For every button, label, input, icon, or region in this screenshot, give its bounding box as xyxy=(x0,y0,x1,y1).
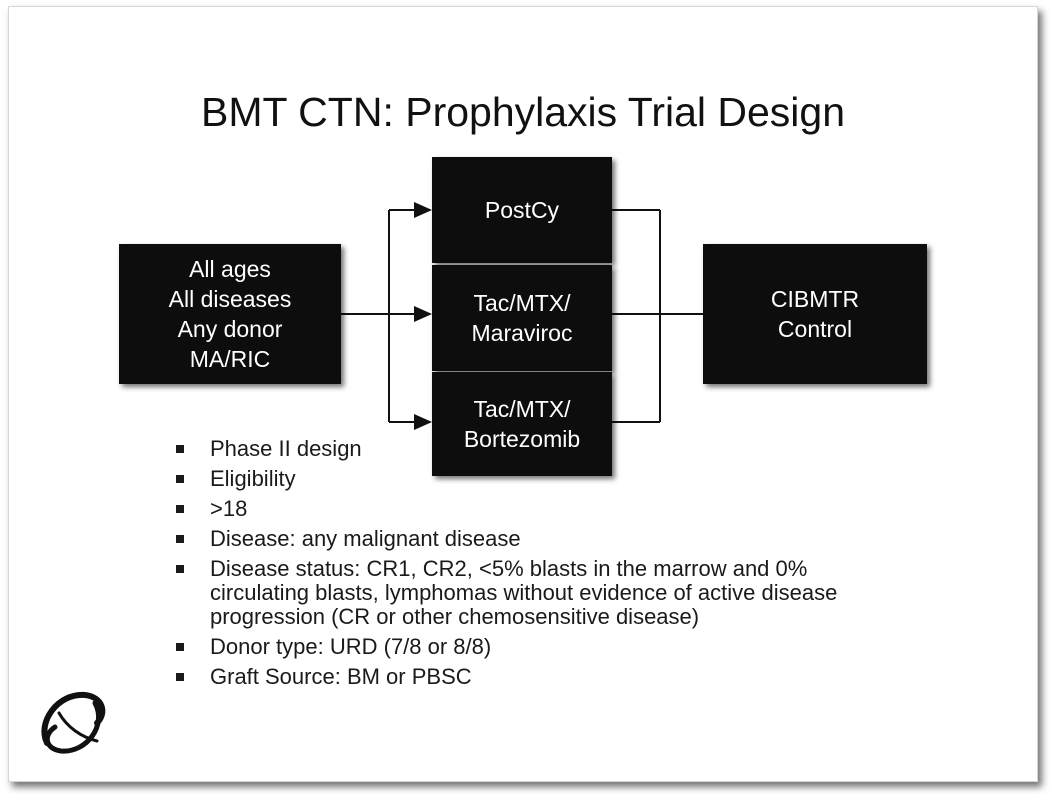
list-item: Phase II design xyxy=(173,437,893,461)
list-item: >18 xyxy=(173,497,893,521)
arm-label: PostCy xyxy=(484,197,560,223)
slide: BMT CTN: Prophylaxis Trial Design All ag… xyxy=(8,6,1038,782)
arm-label: Maraviroc xyxy=(471,320,573,346)
bullet-square-icon xyxy=(176,673,184,681)
arm-label: Tac/MTX/ xyxy=(473,396,571,422)
arm-label: Tac/MTX/ xyxy=(473,290,571,316)
slide-title: BMT CTN: Prophylaxis Trial Design xyxy=(200,89,846,135)
bullet-square-icon xyxy=(176,505,184,513)
list-item: Disease: any malignant disease xyxy=(173,527,893,551)
eligibility-line: Any donor xyxy=(177,316,283,342)
list-item: Graft Source: BM or PBSC xyxy=(173,665,893,689)
flow-connectors xyxy=(341,202,703,430)
eligibility-line: All diseases xyxy=(168,286,292,312)
control-box: CIBMTR Control xyxy=(703,244,927,384)
arm-label: Bortezomib xyxy=(463,426,581,452)
criteria-list: Phase II design Eligibility >18 Disease:… xyxy=(173,437,893,695)
list-item: Disease status: CR1, CR2, <5% blasts in … xyxy=(173,557,893,629)
control-label: Control xyxy=(777,316,853,342)
bullet-square-icon xyxy=(176,535,184,543)
arm-postcy-box: PostCy xyxy=(432,157,612,263)
eligibility-line: All ages xyxy=(189,256,271,282)
bmtctn-swirl-logo-icon xyxy=(41,691,106,754)
eligibility-box: All ages All diseases Any donor MA/RIC xyxy=(119,244,341,384)
bullet-square-icon xyxy=(176,475,184,483)
bullet-square-icon xyxy=(176,643,184,651)
bullet-square-icon xyxy=(176,445,184,453)
eligibility-line: MA/RIC xyxy=(189,346,271,372)
arm-maraviroc-box: Tac/MTX/ Maraviroc xyxy=(432,265,612,371)
control-label: CIBMTR xyxy=(770,286,860,312)
list-item: Eligibility xyxy=(173,467,893,491)
bullet-square-icon xyxy=(176,565,184,573)
list-item: Donor type: URD (7/8 or 8/8) xyxy=(173,635,893,659)
arm-bortezomib-box: Tac/MTX/ Bortezomib xyxy=(432,372,612,476)
